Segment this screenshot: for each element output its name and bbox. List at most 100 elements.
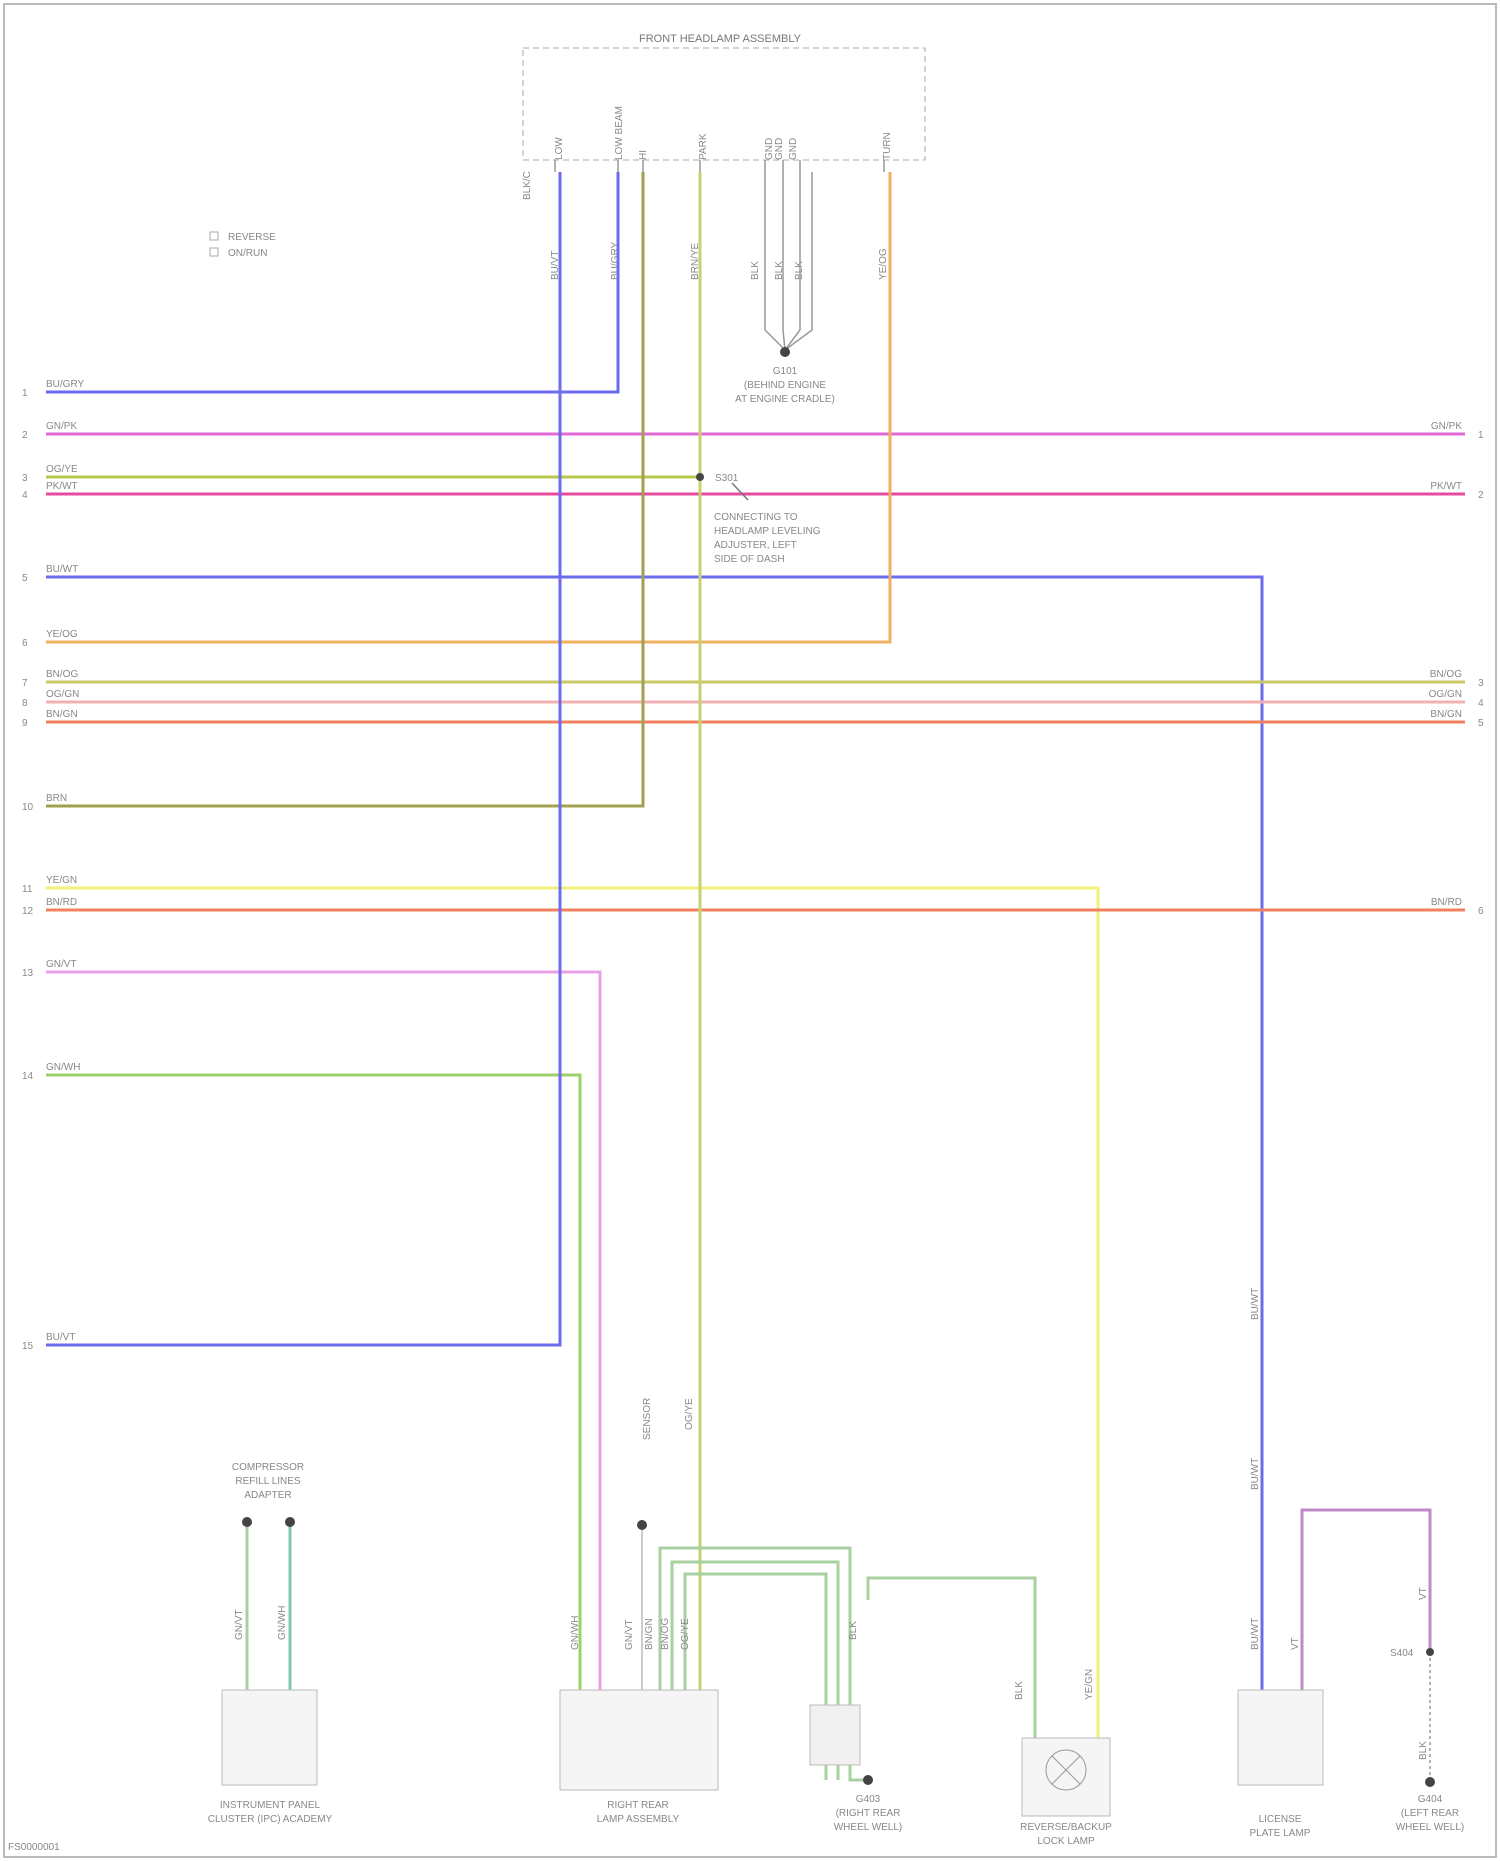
left-pin-15: 15 (22, 1341, 34, 1352)
right-pin-6: 6 (1478, 906, 1484, 917)
license-label-2: PLATE LAMP (1250, 1828, 1311, 1839)
headlamp-assembly-box (523, 48, 925, 160)
left-wire-label-10: BRN (46, 793, 67, 804)
compressor-label-1: COMPRESSOR (232, 1462, 304, 1473)
svg-text:BLK: BLK (1014, 1681, 1025, 1700)
g404-label-3: WHEEL WELL) (1396, 1822, 1465, 1833)
g403-label-1: G403 (856, 1794, 881, 1805)
legend-onrun-swatch (210, 248, 218, 256)
wire-11 (46, 888, 1098, 1738)
svg-text:BN/OG: BN/OG (660, 1618, 671, 1650)
g403-connector-box (810, 1705, 860, 1765)
left-pin-11: 11 (22, 884, 33, 895)
left-pin-10: 10 (22, 802, 34, 813)
pin-label-e: PARK (698, 133, 709, 160)
sensor-node (637, 1520, 647, 1530)
pin-label-b: LOW (554, 137, 565, 160)
right-wire-label-3: BN/OG (1430, 669, 1462, 680)
assembly-title: FRONT HEADLAMP ASSEMBLY (639, 33, 802, 45)
left-wire-labels: 1BU/GRY2GN/PK3OG/YE4PK/WT5BU/WT6YE/OG7BN… (22, 379, 84, 1352)
left-wire-label-2: GN/PK (46, 421, 77, 432)
pin-label-h: GND (788, 138, 799, 160)
pin-label-g: GND (774, 138, 785, 160)
ground-g101-label-1: G101 (773, 366, 798, 377)
g403-label-3: WHEEL WELL) (834, 1822, 903, 1833)
left-wire-label-5: BU/WT (46, 564, 78, 575)
splice-note-2: HEADLAMP LEVELING (714, 526, 821, 537)
left-pin-6: 6 (22, 638, 28, 649)
right-wire-label-4: OG/GN (1429, 689, 1462, 700)
wire-5 (46, 577, 1262, 1690)
svg-text:OG/YE: OG/YE (680, 1618, 691, 1650)
horizontal-wires (46, 172, 1465, 1738)
wire-label-d: BLK (750, 261, 761, 280)
svg-text:BLK: BLK (1418, 1741, 1429, 1760)
right-wire-label-2: PK/WT (1430, 481, 1462, 492)
left-pin-4: 4 (22, 490, 28, 501)
rear-lamp-box (560, 1690, 718, 1790)
legend: REVERSE ON/RUN (210, 232, 276, 259)
splice-note-1: CONNECTING TO (714, 512, 798, 523)
instrument-cluster-box (222, 1690, 317, 1785)
svg-text:VT: VT (1418, 1587, 1429, 1600)
right-wire-label-1: GN/PK (1431, 421, 1462, 432)
left-wire-label-14: GN/WH (46, 1062, 80, 1073)
left-wire-label-1: BU/GRY (46, 379, 84, 390)
right-wire-label-5: BN/GN (1430, 709, 1462, 720)
compressor-node-1 (242, 1517, 252, 1527)
svg-text:GN/VT: GN/VT (234, 1609, 245, 1640)
ground-g101-label-3: AT ENGINE CRADLE) (735, 394, 835, 405)
ground-g403-node (863, 1775, 873, 1785)
svg-text:BU/WT: BU/WT (1250, 1618, 1261, 1650)
left-wire-label-7: BN/OG (46, 669, 78, 680)
instrument-label-1: INSTRUMENT PANEL (220, 1800, 321, 1811)
left-wire-label-8: OG/GN (46, 689, 79, 700)
g404-label-1: G404 (1418, 1794, 1443, 1805)
page-frame (4, 4, 1496, 1857)
compressor-label-2: REFILL LINES (235, 1476, 301, 1487)
license-label-1: LICENSE (1259, 1814, 1302, 1825)
pin-label-a: BLK/C (522, 171, 533, 200)
rear-lamp-label-2: LAMP ASSEMBLY (597, 1814, 680, 1825)
left-pin-13: 13 (22, 968, 34, 979)
svg-text:VT: VT (1290, 1637, 1301, 1650)
right-pin-1: 1 (1478, 430, 1484, 441)
left-pin-8: 8 (22, 698, 28, 709)
right-pin-4: 4 (1478, 698, 1484, 709)
component-wire-labels: GN/VT GN/WH GN/WH GN/VT BN/GN BN/OG OG/Y… (234, 1288, 1429, 1760)
splice-s301 (696, 473, 704, 481)
pin-label-c: LOW BEAM (614, 106, 625, 160)
left-pin-12: 12 (22, 906, 34, 917)
ground-g101-label-2: (BEHIND ENGINE (744, 380, 827, 391)
right-pin-2: 2 (1478, 490, 1484, 501)
svg-text:YE/GN: YE/GN (1084, 1669, 1095, 1700)
splice-note: CONNECTING TO HEADLAMP LEVELING ADJUSTER… (714, 512, 821, 565)
compressor-node-2 (285, 1517, 295, 1527)
g404-label-2: (LEFT REAR (1401, 1808, 1459, 1819)
header-pins (555, 160, 884, 172)
svg-text:SENSOR: SENSOR (642, 1398, 653, 1440)
left-pin-3: 3 (22, 473, 28, 484)
wire-label-g: YE/OG (878, 248, 889, 280)
splice-note-4: SIDE OF DASH (714, 554, 785, 565)
svg-text:BU/WT: BU/WT (1250, 1288, 1261, 1320)
splice-s404 (1426, 1648, 1434, 1656)
left-wire-label-11: YE/GN (46, 875, 77, 886)
pin-label-i: TURN (882, 132, 893, 160)
instrument-label-2: CLUSTER (IPC) ACADEMY (208, 1814, 333, 1825)
wire-13 (46, 972, 600, 1690)
rear-lamp-label-1: RIGHT REAR (607, 1800, 669, 1811)
svg-text:BN/GN: BN/GN (644, 1618, 655, 1650)
left-pin-7: 7 (22, 678, 28, 689)
left-wire-label-4: PK/WT (46, 481, 78, 492)
svg-text:BLK: BLK (848, 1621, 859, 1640)
splice-s301-label: S301 (715, 473, 739, 484)
ground-g101: G101 (BEHIND ENGINE AT ENGINE CRADLE) (735, 172, 835, 405)
svg-text:GN/WH: GN/WH (277, 1606, 288, 1640)
wire-6 (46, 172, 890, 642)
legend-reverse: REVERSE (228, 232, 276, 243)
svg-text:OG/YE: OG/YE (684, 1398, 695, 1430)
wire-14 (46, 1075, 580, 1690)
svg-text:BU/WT: BU/WT (1250, 1458, 1261, 1490)
reverse-label-1: REVERSE/BACKUP (1020, 1822, 1112, 1833)
